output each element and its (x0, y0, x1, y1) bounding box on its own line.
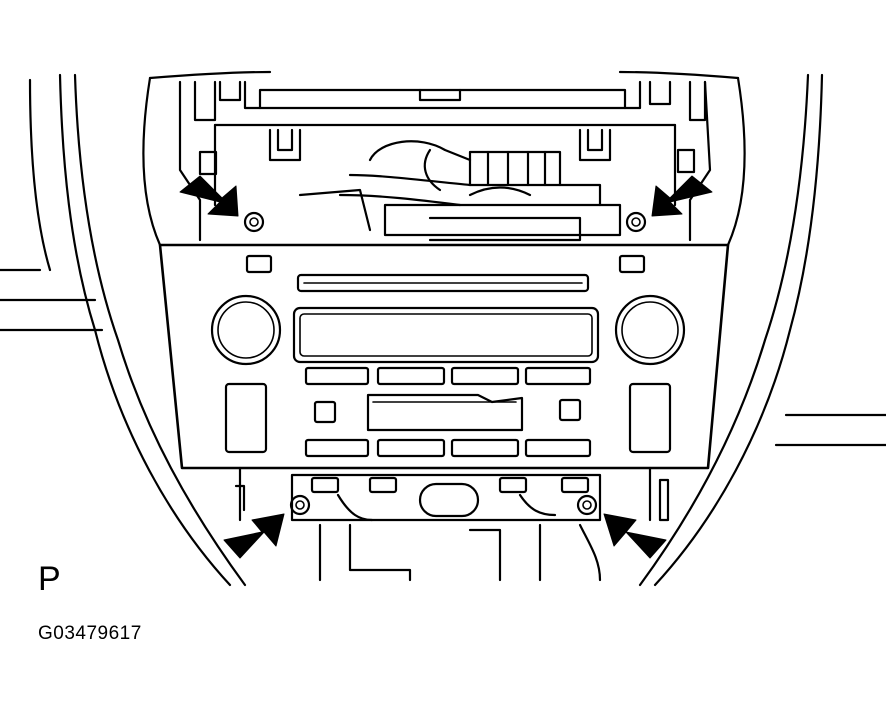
upper-left-screw-arrow (179, 175, 239, 217)
upper-left-screw (243, 211, 265, 233)
figure-id: G03479617 (38, 623, 142, 644)
upper-right-screw (625, 211, 647, 233)
console-surround (0, 70, 886, 587)
lower-bracket (234, 466, 670, 582)
lower-left-screw (289, 494, 311, 516)
upper-right-screw-arrow (651, 175, 713, 217)
lower-left-screw-arrow (223, 513, 285, 559)
upper-bracket (178, 80, 712, 242)
radio-face-panel (158, 243, 730, 470)
lower-right-screw-arrow (603, 513, 667, 559)
view-label: P (38, 560, 61, 598)
lower-right-screw (576, 494, 598, 516)
